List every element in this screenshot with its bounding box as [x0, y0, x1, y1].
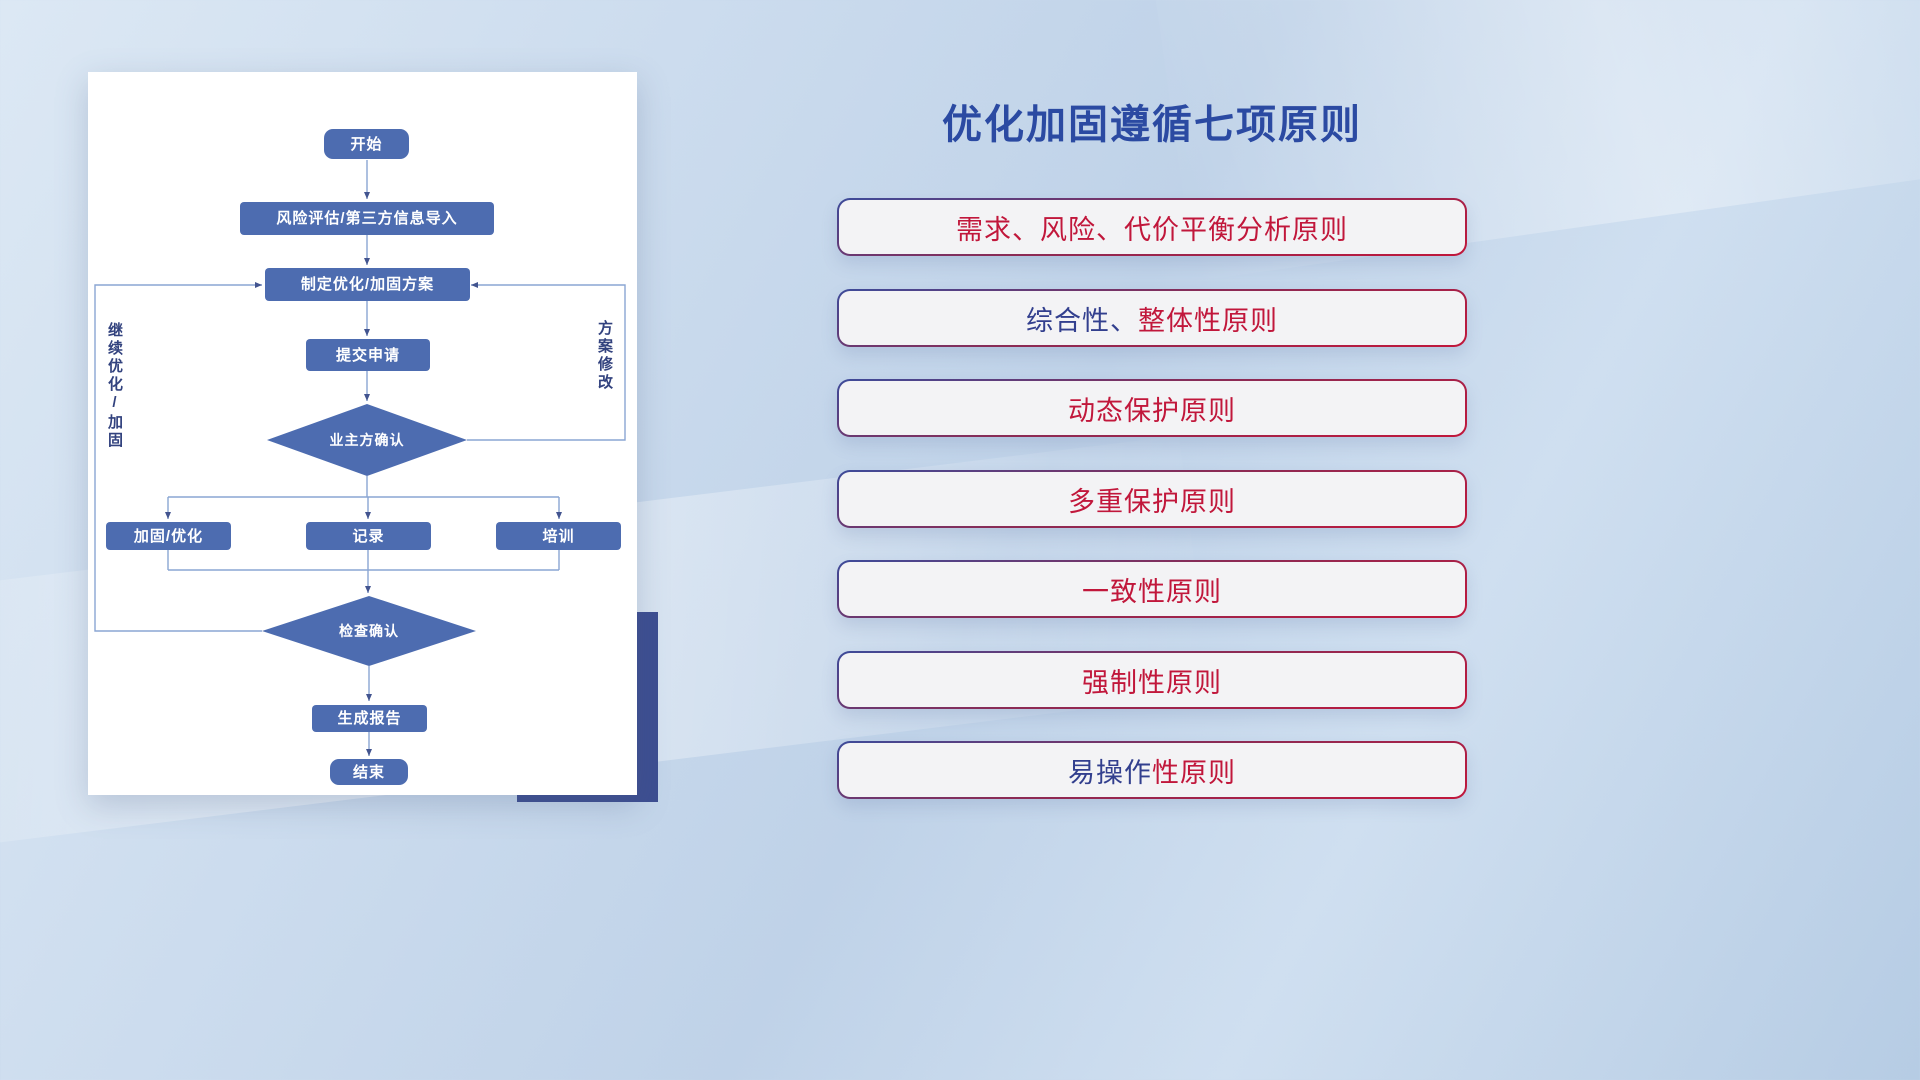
principle-text-main: 动态保护原则: [1068, 395, 1236, 426]
node-plan: 制定优化/加固方案: [265, 268, 470, 301]
edge-label-plan-revise: 方案修改: [596, 320, 613, 392]
flowchart-connectors: [94, 160, 626, 756]
principle-text-main: 整体性原则: [1138, 305, 1278, 336]
principle-text-main: 多重保护原则: [1068, 486, 1236, 517]
node-end: 结束: [330, 759, 408, 785]
edge-label-continue-optimize: 继续优化/加固: [106, 322, 123, 450]
principle-item-2: 综合性、整体性原则: [837, 289, 1467, 347]
page-title: 优化加固遵循七项原则: [942, 103, 1362, 147]
principle-item-7: 易操作性原则: [837, 741, 1467, 799]
node-report: 生成报告: [312, 705, 427, 732]
principle-text-main: 需求、风险、代价平衡分析原则: [956, 214, 1348, 245]
principle-text-main: 强制性原则: [1082, 667, 1222, 698]
node-risk-import: 风险评估/第三方信息导入: [240, 202, 494, 235]
principle-item-4: 多重保护原则: [837, 470, 1467, 528]
principle-text-main: 性原则: [1152, 757, 1236, 788]
node-start: 开始: [324, 129, 409, 159]
flowchart-card: 开始 风险评估/第三方信息导入 制定优化/加固方案 提交申请 业主方确认 加固/…: [88, 72, 637, 795]
principle-item-1: 需求、风险、代价平衡分析原则: [837, 198, 1467, 256]
principle-text-prefix: 综合性、: [1026, 305, 1138, 336]
principle-item-3: 动态保护原则: [837, 379, 1467, 437]
principle-text-prefix: 易操作: [1068, 757, 1152, 788]
node-record: 记录: [306, 522, 431, 550]
node-reinforce: 加固/优化: [106, 522, 231, 550]
node-submit: 提交申请: [306, 339, 430, 371]
principle-item-6: 强制性原则: [837, 651, 1467, 709]
node-training: 培训: [496, 522, 621, 550]
principle-item-5: 一致性原则: [837, 560, 1467, 618]
principle-text-main: 一致性原则: [1082, 576, 1222, 607]
